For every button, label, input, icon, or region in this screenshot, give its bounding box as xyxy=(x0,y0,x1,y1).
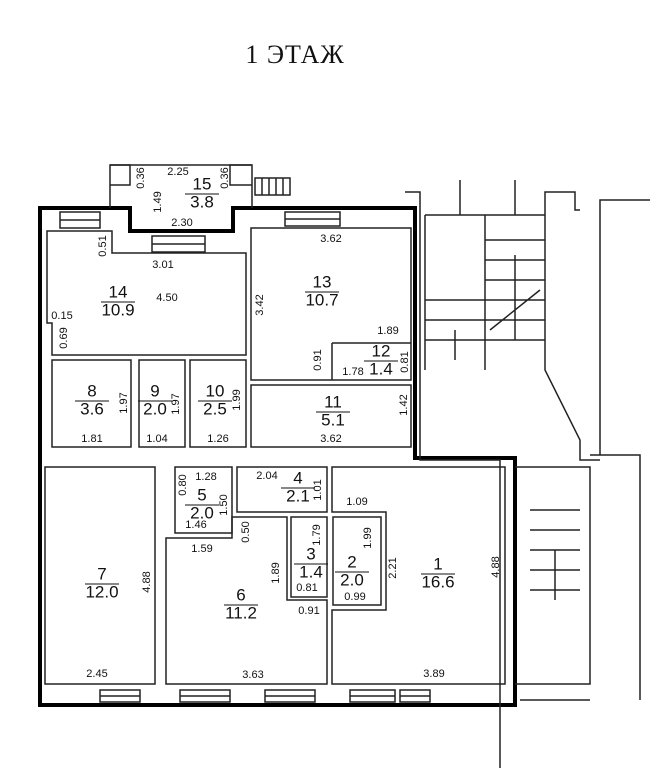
room-area: 1.4 xyxy=(299,562,323,581)
room-area: 3.8 xyxy=(190,192,214,211)
room-number: 6 xyxy=(236,585,245,604)
dimension-label: 1.89 xyxy=(377,325,398,337)
room-number: 10 xyxy=(206,381,225,400)
exterior-wall xyxy=(38,206,517,707)
room-number: 9 xyxy=(150,381,159,400)
stairwell xyxy=(254,177,650,768)
room-area: 11.2 xyxy=(225,603,257,622)
room-number: 11 xyxy=(324,392,342,411)
dimension-label: 1.01 xyxy=(312,479,324,500)
dimension-label: 2.45 xyxy=(86,668,107,680)
dimension-label: 1.09 xyxy=(346,496,367,508)
room-area: 10.7 xyxy=(305,290,338,309)
dimension-label: 3.42 xyxy=(254,294,266,315)
dimension-label: 1.99 xyxy=(231,389,243,410)
room-number: 3 xyxy=(306,544,315,563)
dimension-label: 0.51 xyxy=(97,235,109,256)
dimension-label: 3.01 xyxy=(152,259,173,271)
dimension-label: 1.97 xyxy=(118,392,130,413)
room-area: 16.6 xyxy=(421,572,454,591)
dimension-label: 1.49 xyxy=(152,191,164,212)
room-area: 2.0 xyxy=(340,570,364,589)
room-area: 3.6 xyxy=(80,399,104,418)
dimension-label: 1.99 xyxy=(362,527,374,548)
room-number: 15 xyxy=(193,174,212,193)
dimension-label: 1.81 xyxy=(81,433,102,445)
dimension-label: 3.62 xyxy=(320,233,341,245)
floor-title: 1 ЭТАЖ xyxy=(245,40,345,69)
dimension-label: 1.89 xyxy=(270,562,282,583)
dimension-label: 1.79 xyxy=(311,524,323,545)
dimension-label: 0.50 xyxy=(240,521,252,542)
dimension-label: 2.25 xyxy=(167,166,188,178)
dimension-label: 1.04 xyxy=(146,433,167,445)
dimension-label: 1.42 xyxy=(398,394,410,415)
room-number: 14 xyxy=(109,282,128,301)
room-number: 12 xyxy=(372,341,391,360)
dimension-label: 0.91 xyxy=(298,605,319,617)
room-area: 1.4 xyxy=(369,359,393,378)
dimension-label: 0.91 xyxy=(312,349,324,370)
dimension-label: 2.04 xyxy=(256,470,277,482)
room-area: 2.5 xyxy=(203,399,227,418)
room-area: 2.1 xyxy=(286,486,310,505)
dimension-label: 0.81 xyxy=(296,582,317,594)
room-number: 7 xyxy=(97,564,106,583)
dimension-label: 3.89 xyxy=(423,668,444,680)
room-labels: 116.622.031.442.152.0611.2712.083.692.01… xyxy=(75,174,455,622)
room-area: 12.0 xyxy=(85,582,118,601)
room-number: 2 xyxy=(347,552,356,571)
dimension-label: 3.62 xyxy=(320,433,341,445)
room-number: 8 xyxy=(87,381,96,400)
dimension-label: 0.36 xyxy=(219,167,231,188)
dimension-label: 3.63 xyxy=(242,669,263,681)
room-number: 13 xyxy=(313,272,332,291)
room-walls xyxy=(44,164,506,703)
room-number: 5 xyxy=(197,485,206,504)
room-area: 2.0 xyxy=(143,399,167,418)
dimension-label: 1.46 xyxy=(185,519,206,531)
dimension-label: 1.50 xyxy=(218,494,230,515)
dimension-label: 1.28 xyxy=(195,471,216,483)
dimension-label: 2.21 xyxy=(387,557,399,578)
dimension-label: 4.88 xyxy=(141,571,153,592)
dimension-label: 1.97 xyxy=(170,393,182,414)
dimension-label: 0.15 xyxy=(51,310,72,322)
dimension-label: 4.88 xyxy=(490,556,502,577)
dimension-label: 0.81 xyxy=(399,351,411,372)
room-number: 1 xyxy=(433,554,442,573)
dimension-label: 0.99 xyxy=(344,591,365,603)
dimension-label: 0.69 xyxy=(58,327,70,348)
room-area: 2.0 xyxy=(190,503,214,522)
dimension-label: 2.30 xyxy=(171,217,192,229)
room-area: 10.9 xyxy=(101,300,134,319)
dimension-label: 0.80 xyxy=(177,474,189,495)
dimension-label: 0.36 xyxy=(135,167,147,188)
dimension-label: 1.78 xyxy=(342,366,363,378)
dimension-label: 1.26 xyxy=(207,433,228,445)
dimension-label: 1.59 xyxy=(191,543,212,555)
room-number: 4 xyxy=(293,468,302,487)
dimension-label: 4.50 xyxy=(156,292,177,304)
room-area: 5.1 xyxy=(321,410,345,429)
